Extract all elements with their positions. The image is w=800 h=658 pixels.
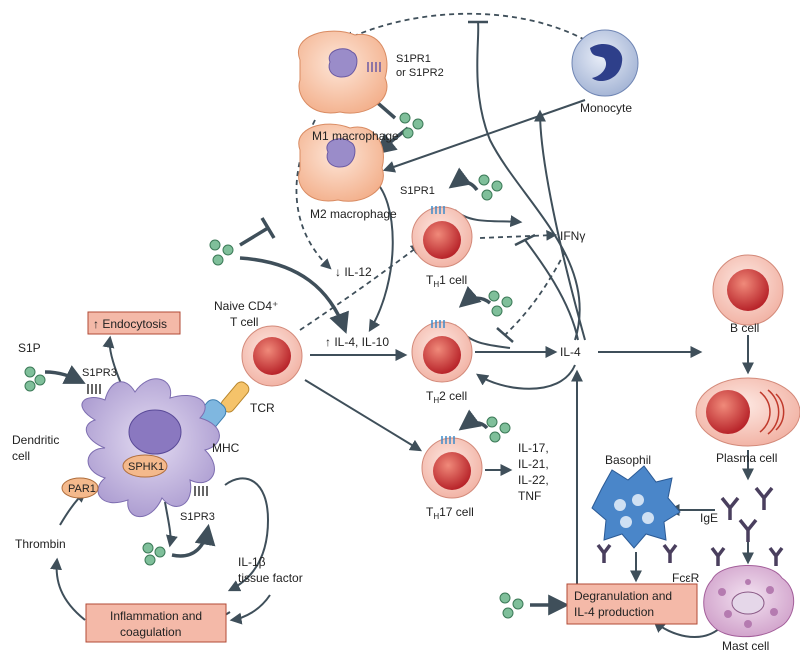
m2-to-il10-arrow — [368, 177, 394, 333]
b-cell-label: B cell — [730, 321, 759, 335]
degranulation-label-1: Degranulation and — [574, 589, 672, 603]
basophil-label: Basophil — [605, 453, 651, 467]
degranulation-box — [566, 583, 698, 625]
s1p-label: S1P — [18, 341, 41, 355]
sphk1-label: SPHK1 — [128, 461, 164, 473]
plasma-cell-label: Plasma cell — [716, 451, 777, 465]
dendritic-label-2: cell — [12, 449, 30, 463]
il1b-label-2: tissue factor — [238, 571, 303, 585]
il4-to-monocyte-arrow — [534, 109, 586, 341]
inflammation-box — [85, 603, 227, 643]
mast-cell-label: Mast cell — [722, 639, 769, 653]
monocyte-to-m2-arrow — [382, 99, 586, 173]
dendritic-cell — [61, 378, 220, 518]
s1pr1-or-s1pr2-label-2: or S1PR2 — [396, 67, 444, 79]
plasma-cell — [695, 377, 800, 447]
s1p-inhibit-il12-line — [239, 226, 269, 247]
th1-to-ifng-dashed-arrow — [479, 229, 558, 241]
th17-cytokine-4: TNF — [518, 489, 541, 503]
tcr-label: TCR — [250, 401, 275, 415]
inflammation-label-1: Inflammation and — [110, 609, 202, 623]
thrombin-label: Thrombin — [15, 537, 66, 551]
th17-cell — [421, 436, 483, 499]
endocytosis-box — [87, 311, 181, 335]
b-cell — [712, 254, 784, 326]
fcer-label: FcεR — [672, 571, 700, 585]
naive-cd4-label-2: T cell — [230, 315, 258, 329]
s1p-to-il4-arrow — [239, 256, 349, 334]
s1pr3-bottom-label: S1PR3 — [180, 511, 215, 523]
degranulation-label-2: IL-4 production — [574, 605, 654, 619]
m2-macrophage-cell — [298, 123, 384, 202]
il12-label: ↓ IL-12 — [335, 265, 372, 279]
th1-label: TH1 cell — [426, 273, 467, 289]
par1-label: PAR1 — [68, 483, 96, 495]
m1-to-il12-dashed-arrow — [295, 119, 332, 270]
endocytosis-label: ↑ Endocytosis — [93, 317, 167, 331]
il4-il10-label: ↑ IL-4, IL-10 — [325, 335, 389, 349]
ifng-label: IFNγ — [560, 229, 585, 243]
s1pr3-top-label: S1PR3 — [82, 367, 117, 379]
s1pr1-label: S1PR1 — [400, 185, 435, 197]
monocyte-to-m1-dashed-arrow — [343, 12, 586, 42]
naive-cd4-label-1: Naive CD4⁺ — [214, 299, 278, 313]
s1pr1-or-s1pr2-label-1: S1PR1 — [396, 53, 431, 65]
th17-cytokine-2: IL-21, — [518, 457, 549, 471]
il4-label: IL-4 — [560, 345, 581, 359]
inflammation-label-2: coagulation — [120, 625, 181, 639]
naive-to-th17-arrow — [304, 379, 423, 452]
th17-cytokine-3: IL-22, — [518, 473, 549, 487]
th17-cytokine-1: IL-17, — [518, 441, 549, 455]
mhc-label: MHC — [212, 441, 240, 455]
il1b-label-1: IL-1β — [238, 555, 266, 569]
basophil-cell — [591, 465, 681, 549]
dendritic-label-1: Dendritic — [12, 433, 59, 447]
monocyte-label: Monocyte — [580, 101, 632, 115]
s1p-molecule-icons — [24, 112, 524, 619]
m2-macrophage-label: M2 macrophage — [310, 207, 397, 221]
s1pr-receptor-icon — [367, 62, 381, 72]
th1-cell — [411, 206, 473, 268]
ige-antibody-icons — [596, 486, 784, 566]
m1-macrophage-cell — [297, 30, 388, 114]
naive-to-th1-dashed-arrow — [299, 243, 422, 331]
th2-cell — [411, 320, 473, 383]
mast-cell — [703, 565, 795, 638]
th17-label: TH17 cell — [426, 505, 474, 521]
il4-inhibit-m1-line — [476, 21, 581, 341]
monocyte-cell — [571, 29, 639, 97]
naive-cd4-t-cell — [195, 325, 303, 431]
m1-macrophage-label: M1 macrophage — [312, 129, 399, 143]
th2-label: TH2 cell — [426, 389, 467, 405]
ige-label: IgE — [700, 511, 718, 525]
